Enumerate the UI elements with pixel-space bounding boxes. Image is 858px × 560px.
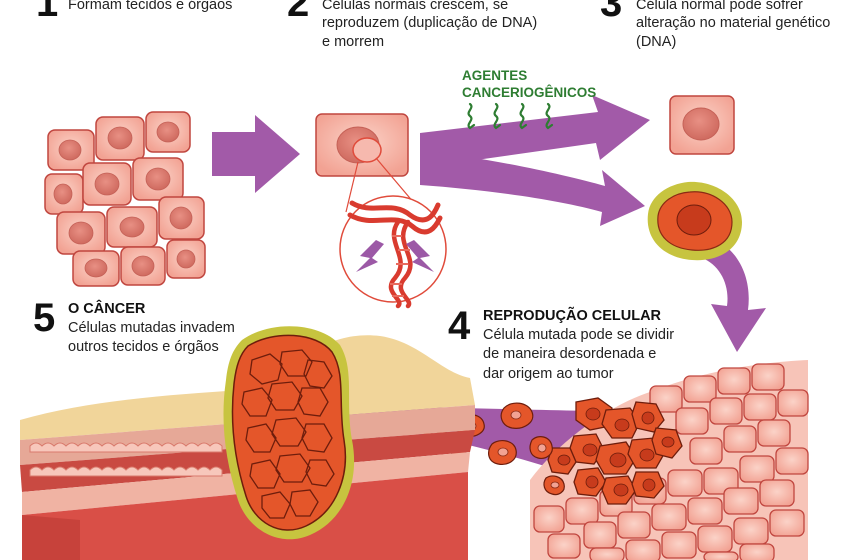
step-5-number: 5 xyxy=(33,296,56,340)
step-3-text-line-3: (DNA) xyxy=(636,34,677,50)
normal-cell-step3 xyxy=(669,95,735,155)
agents-label-line-1: AGENTES xyxy=(462,68,528,83)
agents-label-line-2: CANCERIOGÊNICOS xyxy=(462,85,597,100)
step-2-text-line-3: e morrem xyxy=(322,34,385,50)
tissue-base-front xyxy=(22,515,80,560)
dna-zoom xyxy=(339,195,447,309)
step-4-text-line-1: Célula mutada pode se dividir xyxy=(483,327,675,343)
step-4-text-line-3: dar origem ao tumor xyxy=(483,366,614,382)
step-5-text-line-1: Células mutadas invadem xyxy=(68,320,235,336)
step-3-number: 3 xyxy=(600,0,623,25)
arrow-2-to-3-upper xyxy=(420,95,650,168)
tissue-nuclei xyxy=(53,121,196,278)
step-5-text-line-2: outros tecidos e órgãos xyxy=(68,339,219,355)
arrow-1-to-2 xyxy=(212,115,300,193)
step-2-text-line-1: Células normais crescem, se xyxy=(322,0,509,13)
step-3-text-line-2: alteração no material genético xyxy=(636,15,831,31)
step-1-number: 1 xyxy=(36,0,59,25)
mutated-cell-step3 xyxy=(647,181,742,261)
step-5-title: O CÂNCER xyxy=(68,301,146,317)
step-1-text: Formam tecidos e órgãos xyxy=(68,0,233,13)
cancer-mass xyxy=(231,334,347,531)
step-4-title: REPRODUÇÃO CELULAR xyxy=(483,308,662,324)
arrow-2-to-3-lower xyxy=(420,150,645,226)
step-2-text-line-2: reproduzem (duplicação de DNA) xyxy=(322,15,538,31)
step-4-text-line-2: de maneira desordenada e xyxy=(483,346,657,362)
step-3-text-line-1: Célula normal pode sofrer xyxy=(636,0,803,13)
dividing-cell xyxy=(315,113,421,213)
tissue-base xyxy=(22,472,468,560)
step-2-number: 2 xyxy=(287,0,310,25)
tissue-with-tumor xyxy=(530,360,809,560)
cancer-mass-cells xyxy=(241,349,335,519)
agent-squiggles xyxy=(467,102,554,130)
tumor-nuclei xyxy=(557,407,675,497)
split-arrow-right xyxy=(406,240,434,272)
arrow-3-to-4 xyxy=(702,238,766,352)
step-4-number: 4 xyxy=(448,304,471,348)
split-arrow-left xyxy=(356,240,384,272)
